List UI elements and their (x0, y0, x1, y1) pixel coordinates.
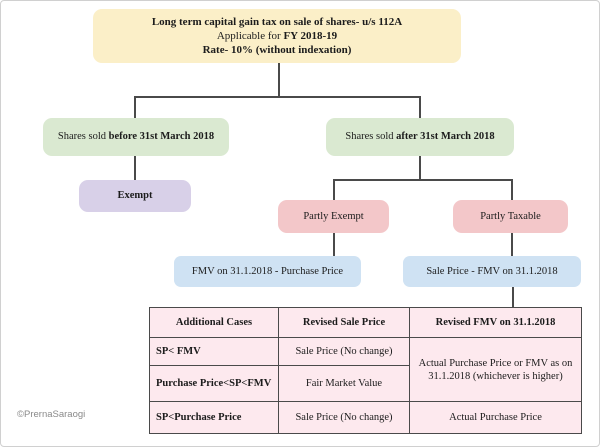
connector-partly-taxable-top (511, 179, 513, 201)
connector-after-down (419, 156, 421, 180)
value-fmv-merged: Actual Purchase Price or FMV as on 31.1.… (409, 337, 582, 402)
root-subtitle-year: FY 2018-19 (283, 30, 338, 42)
value-actual-purchase-price: Actual Purchase Price (409, 401, 582, 434)
partly-taxable-label: Partly Taxable (480, 210, 541, 222)
credit-text: ©PrernaSaraogi (17, 409, 86, 420)
node-formula-taxable: Sale Price - FMV on 31.1.2018 (403, 256, 581, 287)
root-rate-line: Rate- 10% (without indexation) (202, 44, 352, 56)
table-row: Purchase Price<SP<FMV Fair Market Value (149, 365, 582, 402)
sold-after-label: Shares sold after 31st March 2018 (345, 130, 494, 144)
exempt-label: Exempt (117, 190, 153, 201)
sold-before-label: Shares sold before 31st March 2018 (58, 130, 214, 144)
sold-after-date: after 31st March 2018 (396, 131, 495, 142)
root-node: Long term capital gain tax on sale of sh… (93, 9, 461, 63)
connector-after-top (419, 96, 421, 119)
connector-partly-exempt-top (333, 179, 335, 201)
case-pp-lt-sp-lt-fmv: Purchase Price<SP<FMV (149, 365, 279, 402)
header-additional-cases: Additional Cases (149, 307, 279, 338)
sold-before-prefix: Shares sold (57, 131, 109, 142)
sold-before-date: before 31st March 2018 (108, 131, 215, 142)
connector-before-top (134, 96, 136, 119)
value-fair-market-value: Fair Market Value (278, 365, 410, 402)
root-subtitle: Applicable for FY 2018-19 (217, 29, 337, 43)
value-sale-price-1: Sale Price (No change) (278, 337, 410, 366)
node-formula-exempt: FMV on 31.1.2018 - Purchase Price (174, 256, 361, 287)
node-partly-exempt: Partly Exempt (278, 200, 389, 233)
table-row: SP< FMV Sale Price (No change) Actual Pu… (149, 337, 582, 402)
value-sale-price-2: Sale Price (No change) (278, 401, 410, 434)
sold-after-prefix: Shares sold (345, 131, 397, 142)
case-sp-lt-purchase-price: SP<Purchase Price (149, 401, 279, 434)
connector-to-table (512, 287, 514, 308)
node-sold-before: Shares sold before 31st March 2018 (43, 118, 229, 156)
connector-root-down (278, 63, 280, 97)
connector-top-split (134, 96, 421, 98)
connector-partly-taxable-bottom (511, 233, 513, 257)
connector-partly-exempt-bottom (333, 233, 335, 257)
formula-exempt-text: FMV on 31.1.2018 - Purchase Price (191, 265, 344, 277)
table-row: SP<Purchase Price Sale Price (No change)… (149, 401, 582, 434)
table-header-row: Additional Cases Revised Sale Price Revi… (149, 307, 582, 338)
connector-after-split (333, 179, 513, 181)
case-sp-lt-fmv: SP< FMV (149, 337, 279, 366)
connector-before-exempt (134, 156, 136, 181)
partly-exempt-label: Partly Exempt (303, 210, 364, 222)
root-subtitle-prefix: Applicable for (216, 30, 284, 42)
node-exempt: Exempt (79, 180, 191, 212)
additional-cases-table: Additional Cases Revised Sale Price Revi… (149, 307, 582, 434)
root-title: Long term capital gain tax on sale of sh… (151, 16, 403, 28)
node-partly-taxable: Partly Taxable (453, 200, 568, 233)
formula-taxable-text: Sale Price - FMV on 31.1.2018 (426, 265, 558, 277)
header-revised-fmv: Revised FMV on 31.1.2018 (409, 307, 582, 338)
header-revised-sale-price: Revised Sale Price (278, 307, 410, 338)
node-sold-after: Shares sold after 31st March 2018 (326, 118, 514, 156)
